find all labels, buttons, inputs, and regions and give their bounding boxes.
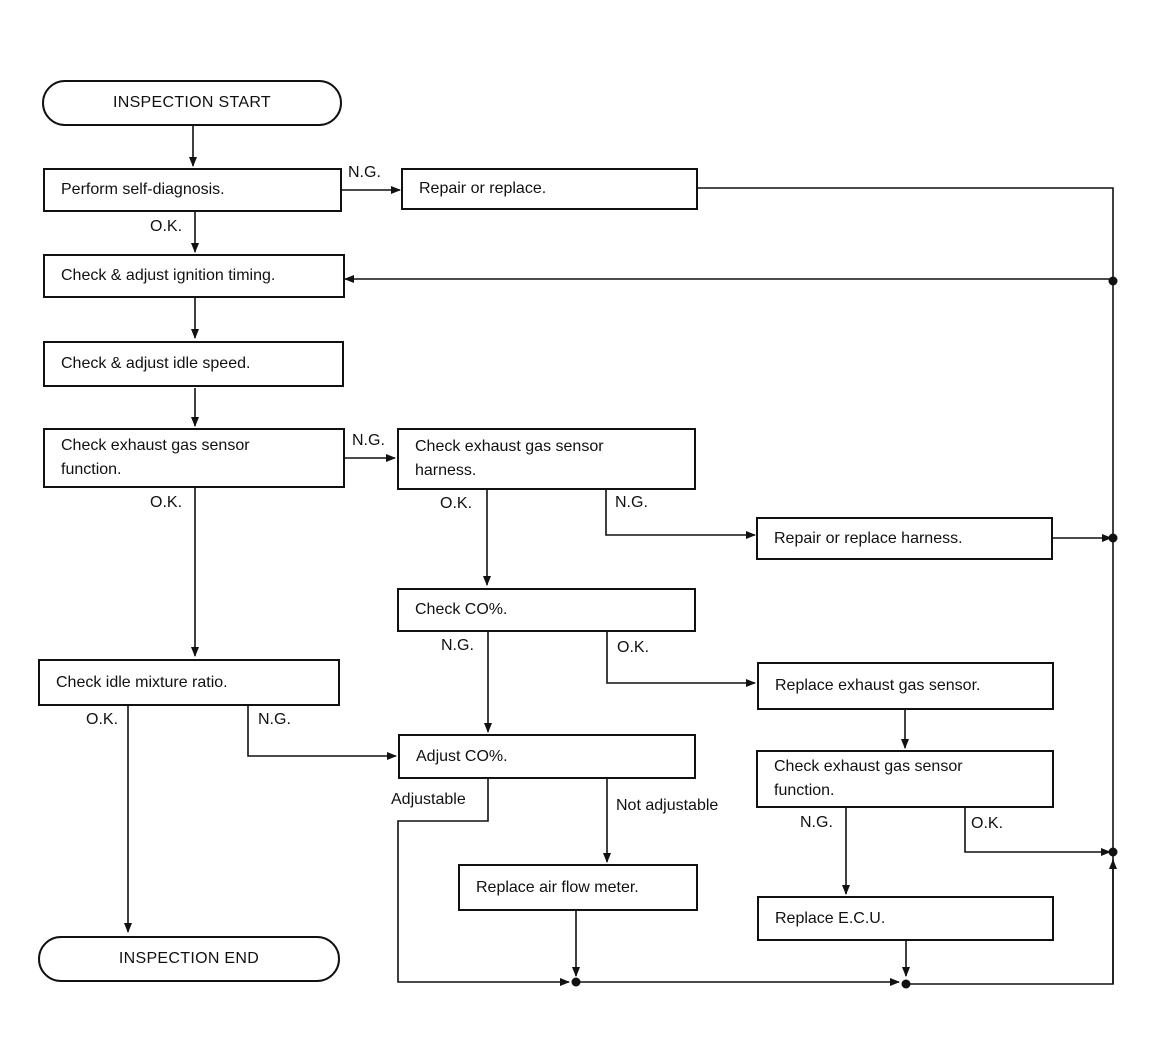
step-egs-function-line2: function.: [61, 461, 122, 478]
connector-harness-ng: [605, 490, 756, 539]
step-repair-replace: Repair or replace.: [401, 168, 698, 210]
step-self-diagnosis: Perform self-diagnosis.: [43, 168, 342, 212]
step-idle-speed: Check & adjust idle speed.: [43, 341, 344, 387]
step-check-co-text: Check CO%.: [415, 601, 508, 618]
step-idle-speed-text: Check & adjust idle speed.: [61, 355, 251, 372]
step-egs-harness: Check exhaust gas sensor harness.: [397, 428, 696, 490]
junction-dot: [901, 979, 911, 989]
inspection-start-terminal: INSPECTION START: [42, 80, 342, 126]
step-recheck-egs-line2: function.: [774, 782, 835, 799]
connector-repair-to-bus: [698, 187, 1114, 279]
connector-check-co-ok: [606, 632, 756, 687]
step-check-co: Check CO%.: [397, 588, 696, 632]
step-adjust-co-text: Adjust CO%.: [416, 747, 508, 765]
step-egs-harness-line2: harness.: [415, 462, 477, 479]
step-ignition-timing-text: Check & adjust ignition timing.: [61, 267, 276, 284]
connector-recheck-ok: [964, 808, 1111, 856]
junction-dot: [1108, 847, 1118, 857]
label-ok-check-co: O.K.: [617, 639, 650, 656]
label-ok-self-diagnosis: O.K.: [150, 218, 183, 235]
inspection-end-label: INSPECTION END: [118, 950, 260, 967]
label-adjustable: Adjustable: [391, 791, 466, 808]
label-ng-egs: N.G.: [352, 432, 385, 449]
step-egs-function-line1: Check exhaust gas sensor: [61, 437, 250, 454]
inspection-start-label: INSPECTION START: [112, 94, 271, 111]
label-not-adjustable: Not adjustable: [616, 797, 719, 814]
connector-mixture-ng: [247, 706, 397, 760]
label-ng-self-diagnosis: N.G.: [348, 164, 381, 181]
label-ok-recheck: O.K.: [971, 815, 1004, 832]
step-egs-function: Check exhaust gas sensor function.: [43, 428, 345, 488]
step-repair-harness: Repair or replace harness.: [756, 517, 1053, 560]
label-ok-mixture: O.K.: [86, 711, 119, 728]
label-ok-harness: O.K.: [440, 495, 473, 512]
step-repair-replace-text: Repair or replace.: [419, 180, 547, 197]
inspection-end-terminal: INSPECTION END: [38, 936, 340, 982]
step-replace-ecu-text: Replace E.C.U.: [775, 909, 886, 927]
connector-bottom-to-bus: [906, 859, 1117, 985]
junction-dot: [1108, 276, 1118, 286]
step-idle-mixture-text: Check idle mixture ratio.: [56, 673, 228, 691]
label-ng-check-co: N.G.: [441, 637, 474, 654]
label-ng-recheck: N.G.: [800, 814, 833, 831]
step-replace-afm: Replace air flow meter.: [458, 864, 698, 911]
step-repair-harness-text: Repair or replace harness.: [774, 529, 963, 547]
junction-dot: [571, 977, 581, 987]
step-self-diagnosis-text: Perform self-diagnosis.: [61, 181, 225, 198]
step-replace-egs-text: Replace exhaust gas sensor.: [775, 677, 981, 694]
label-ng-harness: N.G.: [615, 494, 648, 511]
step-replace-ecu: Replace E.C.U.: [757, 896, 1054, 941]
step-replace-afm-text: Replace air flow meter.: [476, 878, 639, 896]
step-recheck-egs-line1: Check exhaust gas sensor: [774, 758, 963, 775]
step-adjust-co: Adjust CO%.: [398, 734, 696, 779]
step-recheck-egs: Check exhaust gas sensor function.: [756, 750, 1054, 808]
junction-dot: [1108, 533, 1118, 543]
connector-adjustable: [397, 779, 570, 986]
step-ignition-timing: Check & adjust ignition timing.: [43, 254, 345, 298]
label-ok-egs: O.K.: [150, 494, 183, 511]
step-egs-harness-line1: Check exhaust gas sensor: [415, 438, 604, 455]
label-ng-mixture: N.G.: [258, 711, 291, 728]
step-idle-mixture: Check idle mixture ratio.: [38, 659, 340, 706]
step-replace-egs: Replace exhaust gas sensor.: [757, 662, 1054, 710]
